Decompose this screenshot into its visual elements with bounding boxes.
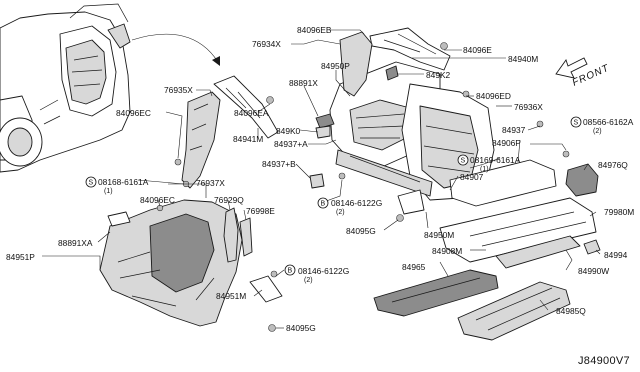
label-76934x: 76934X <box>252 39 281 49</box>
trim-76929q <box>223 207 239 263</box>
rail-84965 <box>373 269 499 317</box>
label-08566: 08566-6162A <box>583 117 634 127</box>
board-84906p <box>449 159 557 207</box>
label-84950p: 84950P <box>321 61 350 71</box>
handle-88891x <box>315 113 335 129</box>
clip-84096ed <box>462 90 470 98</box>
label-08146a: 08146-6122G <box>331 198 382 208</box>
label-08168-qty: (1) <box>104 188 113 195</box>
label-84095g-mid: 84095G <box>346 226 376 236</box>
label-84937a: 84937+A <box>274 139 308 149</box>
label-84965: 84965 <box>402 262 426 272</box>
label-84976q: 84976Q <box>598 160 628 170</box>
label-84951p: 84951P <box>6 252 35 262</box>
tray-84985q <box>457 281 571 341</box>
label-84096e: 84096E <box>463 45 492 55</box>
label-84907: 84907 <box>460 172 484 182</box>
bolt-marker-08168: S <box>85 176 97 188</box>
svg-text:B: B <box>288 268 293 275</box>
trim-76935x <box>181 91 221 189</box>
label-88891xa: 88891XA <box>58 238 93 248</box>
front-direction-arrow <box>555 57 588 79</box>
clip-84994 <box>583 239 601 255</box>
label-76935x: 76935X <box>164 85 193 95</box>
label-76929q: 76929Q <box>214 195 244 205</box>
label-08146b-qty: (2) <box>304 277 313 284</box>
label-76998e: 76998E <box>246 206 275 216</box>
finisher-84950m <box>335 149 433 197</box>
svg-text:S: S <box>89 180 94 187</box>
svg-text:B: B <box>321 201 326 208</box>
bolt-84095g-bot <box>268 324 276 332</box>
clip-84937 <box>536 120 544 128</box>
box-84976q <box>565 163 599 197</box>
label-849k2: 849K2 <box>426 70 451 80</box>
label-84908m: 84908M <box>432 246 462 256</box>
label-84994: 84994 <box>604 250 628 260</box>
label-84096eb: 84096EB <box>297 25 332 35</box>
label-08566-qty: (2) <box>593 128 602 135</box>
bolt-marker-08146b: B <box>284 264 296 276</box>
label-84937b: 84937+B <box>262 159 296 169</box>
floor-board-84908m <box>439 197 597 263</box>
label-08168: 08168-6161A <box>98 177 149 187</box>
vehicle-rear-illustration <box>0 3 131 173</box>
bracket-84907 <box>397 189 425 215</box>
label-84096ed: 84096ED <box>476 91 511 101</box>
label-08146b: 08146-6122G <box>298 266 349 276</box>
label-84985q: 84985Q <box>556 306 586 316</box>
bolt-marker-08169: S <box>457 154 469 166</box>
label-84096ec-low: 84096EC <box>140 195 175 205</box>
label-08169-qty: (1) <box>480 166 489 173</box>
label-84951m: 84951M <box>216 291 246 301</box>
label-849k0: 849K0 <box>276 126 301 136</box>
label-84937: 84937 <box>502 125 526 135</box>
label-84096ea: 84096EA <box>234 108 269 118</box>
bolt-84095g-mid <box>396 214 404 222</box>
side-panel-76936x <box>401 83 495 201</box>
hook-849k0 <box>315 125 331 139</box>
trim-84941m <box>213 75 279 139</box>
clip-849k2 <box>385 65 399 81</box>
bracket-84951m <box>249 275 283 303</box>
bolt-marker-08146a: B <box>317 197 329 209</box>
bolt-08146-b <box>270 270 278 278</box>
clip-84937b <box>309 173 325 189</box>
bolt-08146-a <box>338 172 346 180</box>
label-84990w: 84990W <box>578 266 609 276</box>
part-labels: 76934X 84096EB 84096E 84940M 84950P 8889… <box>6 25 634 333</box>
label-84096ec-top: 84096EC <box>116 108 151 118</box>
label-08169: 08169-6161A <box>470 155 521 165</box>
svg-text:S: S <box>461 158 466 165</box>
side-panel-84951p <box>99 199 243 327</box>
label-79980m: 79980M <box>604 207 634 217</box>
trim-76998e <box>239 217 253 257</box>
rail-84990w <box>495 235 581 269</box>
label-84950m: 84950M <box>424 230 454 240</box>
label-76936x: 76936X <box>514 102 543 112</box>
clip-84096ec-top <box>174 158 182 166</box>
reference-arrow-head <box>212 56 220 66</box>
reference-arrow <box>131 33 219 63</box>
label-84906p: 84906P <box>492 138 521 148</box>
label-84940m: 84940M <box>508 54 538 64</box>
label-84095g-bot: 84095G <box>286 323 316 333</box>
label-08146a-qty: (2) <box>336 209 345 216</box>
label-88891x: 88891X <box>289 78 318 88</box>
bolt-marker-08566: S <box>570 116 582 128</box>
clip-84096ea <box>266 96 274 104</box>
bolt-08566 <box>562 150 570 158</box>
clip-84096e <box>440 42 448 50</box>
panel-84940m <box>369 27 451 71</box>
label-84941m: 84941M <box>233 134 263 144</box>
diagram-code: J84900V7 <box>578 355 630 367</box>
label-76937x: 76937X <box>196 178 225 188</box>
clip-84096ec-low <box>156 204 164 212</box>
svg-text:S: S <box>574 120 579 127</box>
